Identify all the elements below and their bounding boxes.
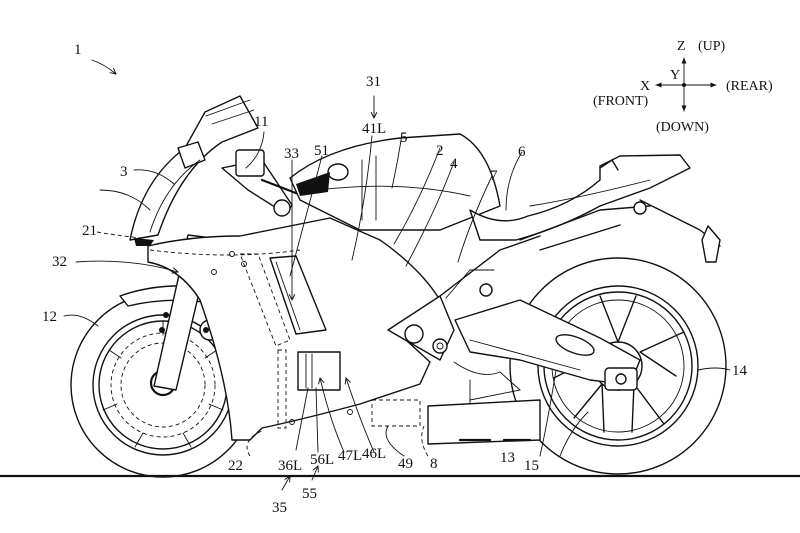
ref-label-35: 35 [272, 500, 287, 516]
ref-label-51: 51 [314, 143, 329, 159]
direction-compass: Z (UP) X Y (REAR) (FRONT) (DOWN) [593, 39, 773, 135]
leader-lines [63, 59, 731, 491]
compass-z-label: Z [677, 39, 686, 54]
ref-label-22: 22 [228, 458, 243, 474]
ref-label-31: 31 [366, 74, 381, 90]
reference-labels: 1 3 21 32 12 11 33 51 31 41L 5 2 4 7 6 1… [42, 42, 748, 516]
rear-subframe [519, 199, 721, 263]
ref-label-15: 15 [524, 458, 539, 474]
ref-label-4: 4 [450, 156, 458, 172]
compass-down-label: (DOWN) [656, 120, 709, 135]
ref-label-55: 55 [302, 486, 317, 502]
ref-label-12: 12 [42, 309, 57, 325]
ref-label-1: 1 [74, 42, 82, 58]
ref-label-32: 32 [52, 254, 67, 270]
seat [469, 154, 691, 241]
ref-label-36L: 36L [278, 458, 302, 474]
front-cowl [129, 95, 259, 246]
compass-y-label: Y [670, 68, 680, 83]
compass-up-label: (UP) [698, 39, 726, 54]
ref-label-13: 13 [500, 450, 515, 466]
ref-label-41L: 41L [362, 121, 386, 137]
ref-label-46L: 46L [362, 446, 386, 462]
compass-x-label: X [640, 79, 650, 94]
ref-label-14: 14 [732, 363, 748, 379]
swing-arm [454, 299, 641, 391]
ref-label-8: 8 [430, 456, 438, 472]
ref-label-2: 2 [436, 143, 444, 159]
compass-front-label: (FRONT) [593, 94, 649, 109]
ref-label-47L: 47L [338, 448, 362, 464]
ref-label-11: 11 [254, 114, 268, 130]
ref-label-56L: 56L [310, 452, 334, 468]
ref-label-5: 5 [400, 130, 408, 146]
ref-label-7: 7 [490, 168, 498, 184]
compass-rear-label: (REAR) [726, 79, 773, 94]
ref-label-33: 33 [284, 146, 299, 162]
y-axis-point [682, 83, 686, 87]
fuel-tank [289, 133, 501, 231]
engine-area [371, 235, 541, 445]
ref-label-3: 3 [120, 164, 128, 180]
ref-label-6: 6 [518, 144, 526, 160]
ref-label-21: 21 [82, 223, 97, 239]
ref-label-49: 49 [398, 456, 413, 472]
